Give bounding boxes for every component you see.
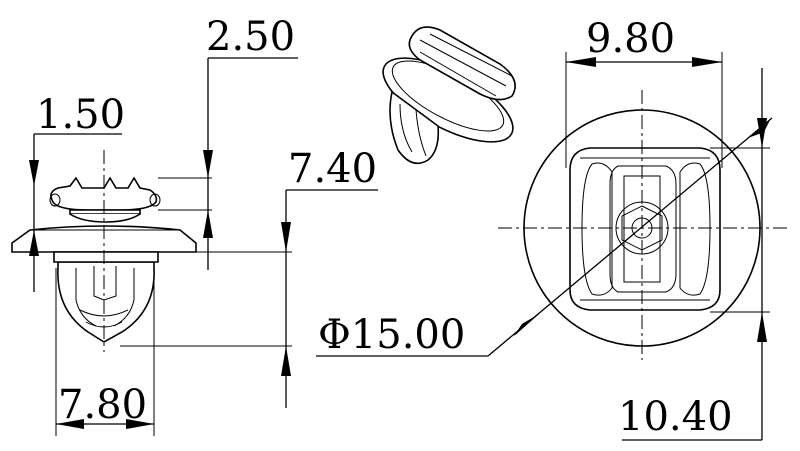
side-view-dimensions	[29, 57, 378, 436]
dim-head-thickness: 2.50	[206, 14, 295, 60]
dim-top-width: 9.80	[586, 16, 675, 62]
side-view	[11, 150, 197, 352]
dim-overall-height: 10.40	[618, 394, 733, 440]
dim-head-diameter: Φ15.00	[318, 312, 465, 358]
top-view-dimensions	[316, 52, 773, 441]
isometric-view	[382, 26, 516, 165]
top-view	[498, 90, 790, 360]
dim-body-width: 7.80	[58, 382, 147, 428]
dim-body-length: 7.40	[288, 146, 377, 192]
dim-collar-height: 1.50	[36, 92, 125, 138]
